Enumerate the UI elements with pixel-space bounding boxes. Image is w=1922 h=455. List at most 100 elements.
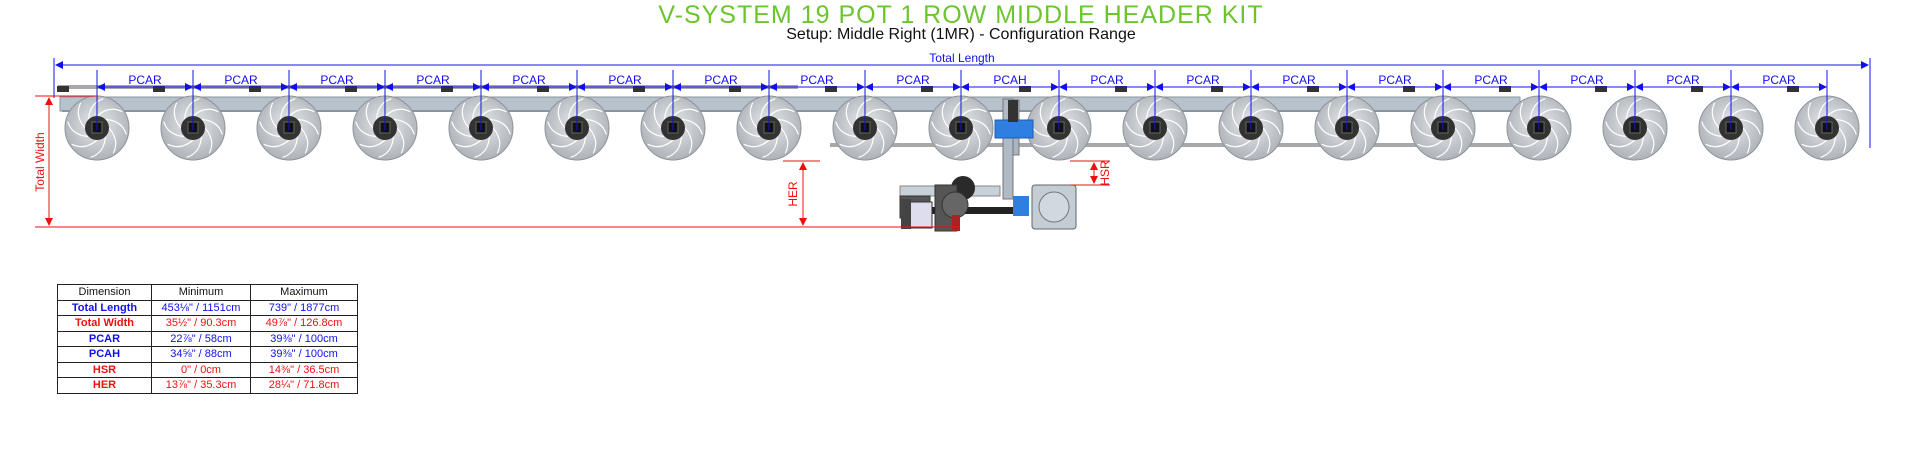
- pot-rib: [461, 102, 470, 129]
- pot-rib: [87, 98, 104, 120]
- pot-rib: [1801, 139, 1828, 148]
- pot-rib: [960, 108, 987, 117]
- pot-rib: [1129, 139, 1156, 148]
- spacing-label: PCAR: [512, 73, 546, 87]
- pot-rib: [263, 139, 290, 148]
- pot-rib: [1327, 102, 1336, 129]
- pot-rib: [1724, 136, 1741, 158]
- pot-rib: [489, 118, 511, 135]
- pot-rib: [1634, 108, 1661, 117]
- grow-pot: [1787, 86, 1860, 161]
- pot-rib: [1049, 98, 1066, 120]
- pot-rib: [684, 127, 693, 154]
- pot-rib: [1826, 108, 1853, 117]
- pot-rib: [777, 118, 799, 135]
- pot-rib: [1433, 98, 1450, 120]
- pot-rib: [288, 108, 315, 117]
- pot-rib: [471, 98, 488, 120]
- pot-rib: [1413, 121, 1435, 138]
- total-width-label: Total Width: [33, 132, 47, 191]
- pot-rib: [1529, 98, 1546, 120]
- pot-rib: [1838, 127, 1847, 154]
- table-header-row: Dimension Minimum Maximum: [57, 284, 358, 301]
- pot-rib: [1259, 118, 1281, 135]
- pot-rib: [551, 139, 578, 148]
- pot-rib: [835, 121, 857, 138]
- spacing-label: PCAR: [800, 73, 834, 87]
- spacing-label: PCAR: [320, 73, 354, 87]
- table-cell-max: 39⅜" / 100cm: [250, 346, 358, 363]
- pot-rib: [396, 127, 405, 154]
- column-header: Minimum: [151, 284, 251, 301]
- pot-rib: [1033, 139, 1060, 148]
- pot-rib: [300, 127, 309, 154]
- pot-rib: [681, 118, 703, 135]
- pot-rib: [1797, 121, 1819, 138]
- table-cell-dim: PCAH: [57, 346, 152, 363]
- pot-rib: [935, 139, 962, 148]
- pot-rib: [1643, 118, 1665, 135]
- pot-rib: [739, 121, 761, 138]
- pot-rib: [96, 108, 123, 117]
- spacing-label: PCAH: [993, 73, 1026, 87]
- pot-rib: [186, 136, 203, 158]
- spacing-label: PCAR: [704, 73, 738, 87]
- pot-rib: [1154, 108, 1181, 117]
- table-cell-min: 34⅝" / 88cm: [151, 346, 251, 363]
- pot-rib: [1250, 108, 1277, 117]
- table-cell-dim: HER: [57, 377, 152, 394]
- pot-rib: [67, 121, 89, 138]
- pot-rib: [1355, 118, 1377, 135]
- pot-rib: [570, 136, 587, 158]
- pot-rib: [672, 108, 699, 117]
- pot-rib: [201, 118, 223, 135]
- pot-rib: [359, 139, 386, 148]
- pot-rib: [1436, 136, 1453, 158]
- pot-rib: [1358, 127, 1367, 154]
- table-cell-max: 14⅜" / 36.5cm: [250, 361, 358, 378]
- spacing-label: PCAR: [224, 73, 258, 87]
- pot-rib: [1807, 102, 1816, 129]
- pot-rib: [768, 108, 795, 117]
- pot-rib: [547, 121, 569, 138]
- table-cell-min: 22⅞" / 58cm: [151, 330, 251, 347]
- table-cell-min: 453⅛" / 1151cm: [151, 299, 251, 316]
- spacing-label: PCAR: [416, 73, 450, 87]
- pot-rib: [743, 139, 770, 148]
- pot-rib: [951, 98, 968, 120]
- pot-rib: [567, 98, 584, 120]
- pot-rib: [1615, 102, 1624, 129]
- pot-rib: [780, 127, 789, 154]
- pot-rib: [375, 98, 392, 120]
- pot-rib: [1058, 108, 1085, 117]
- pot-rib: [378, 136, 395, 158]
- pot-rib: [282, 136, 299, 158]
- pot-rib: [588, 127, 597, 154]
- pot-rib: [269, 102, 278, 129]
- pot-rib: [1509, 121, 1531, 138]
- spacing-label: PCAR: [896, 73, 930, 87]
- table-cell-min: 35½" / 90.3cm: [151, 315, 251, 332]
- grow-pot: [1691, 86, 1764, 161]
- spacing-label: PCAR: [1282, 73, 1316, 87]
- pot-rib: [1317, 121, 1339, 138]
- pot-rib: [71, 139, 98, 148]
- pot-rib: [1817, 98, 1834, 120]
- pot-rib: [749, 102, 758, 129]
- column-header: Maximum: [250, 284, 358, 301]
- pot-rib: [1423, 102, 1432, 129]
- pot-rib: [1241, 98, 1258, 120]
- spacing-label: PCAR: [1762, 73, 1796, 87]
- pot-rib: [1538, 108, 1565, 117]
- pot-rib: [1742, 127, 1751, 154]
- pot-rib: [163, 121, 185, 138]
- pot-rib: [492, 127, 501, 154]
- pot-rib: [1417, 139, 1444, 148]
- hsr-label: HSR: [1098, 160, 1112, 186]
